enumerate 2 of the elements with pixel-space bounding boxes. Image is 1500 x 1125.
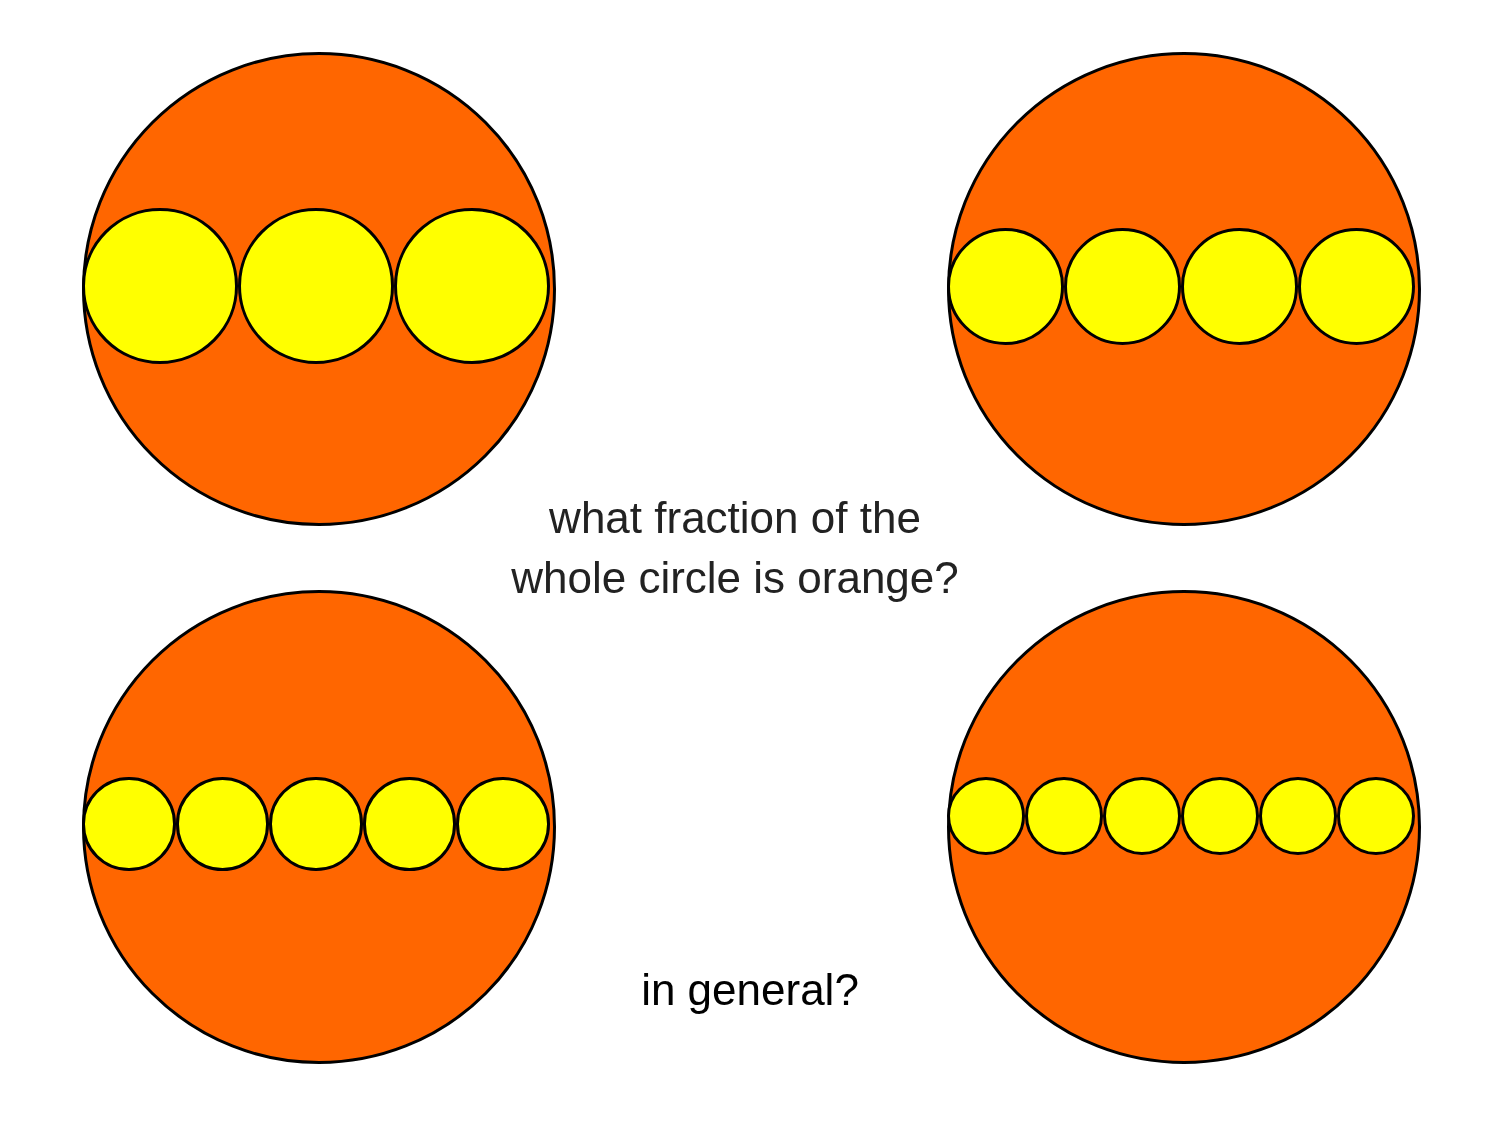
question-text: in general? — [640, 964, 860, 1016]
question-text: what fraction of the whole circle is orange? — [510, 492, 960, 604]
